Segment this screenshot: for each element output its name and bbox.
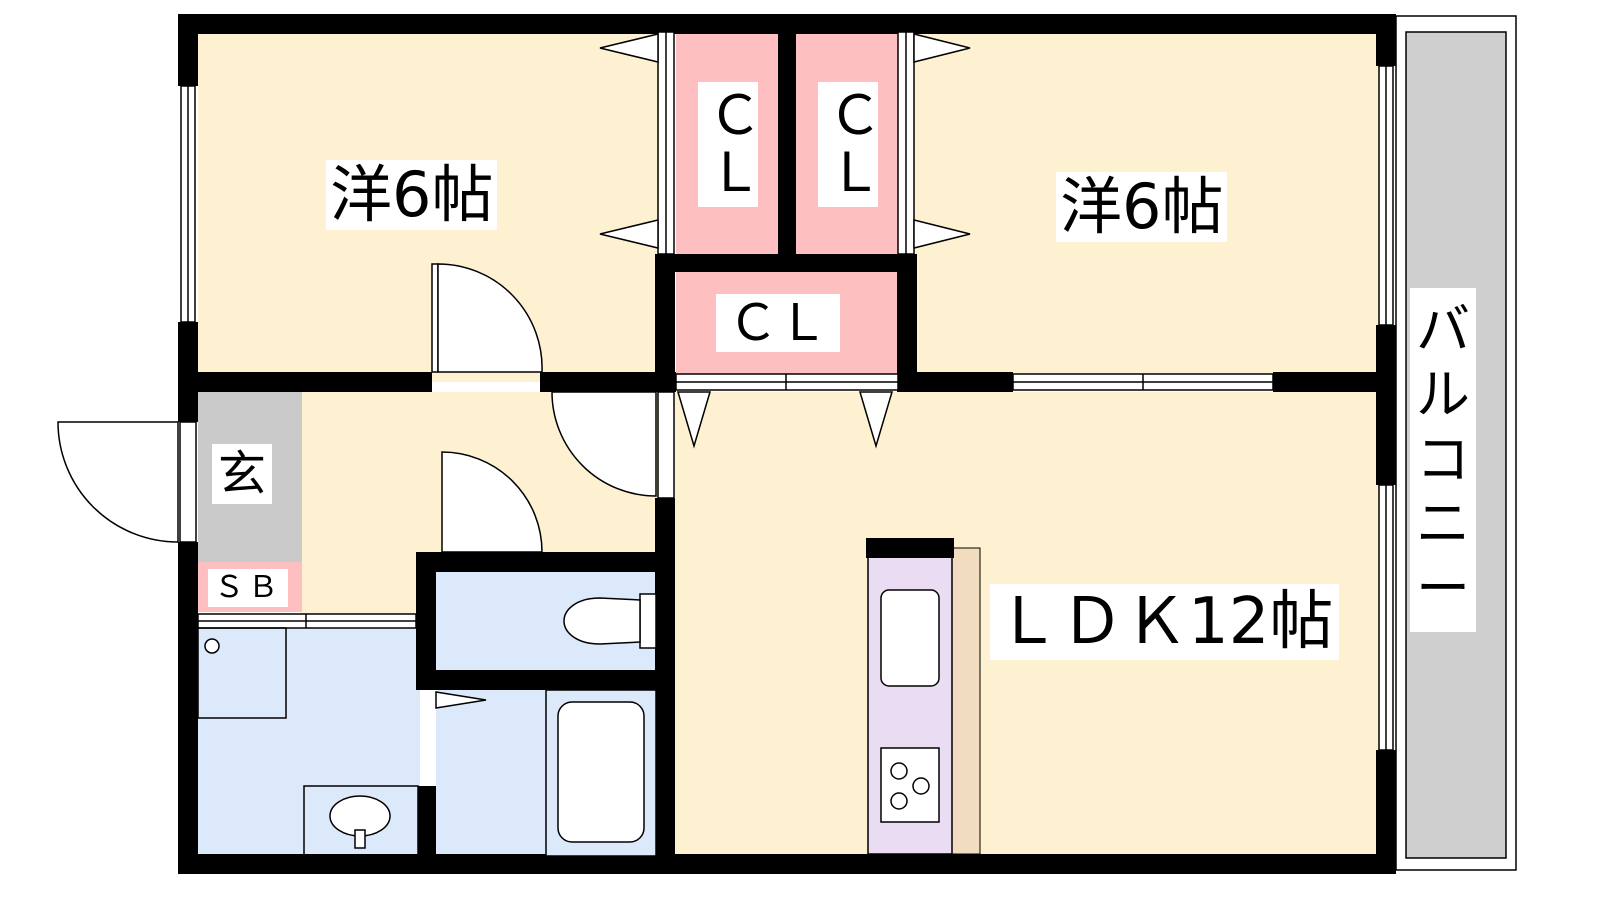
closet-door-arrows xyxy=(435,33,971,709)
faucet-icon xyxy=(354,829,366,849)
bathtub-icon xyxy=(557,701,645,843)
hallway-floor-lower xyxy=(300,560,422,620)
outer-walls xyxy=(178,14,1396,874)
stove-icon xyxy=(880,747,940,823)
vanity-unit xyxy=(303,785,419,857)
label-closet-center: ＣＬ xyxy=(716,294,840,352)
interior-walls xyxy=(178,32,1376,874)
label-ldk: ＬＤＫ12帖 xyxy=(990,584,1340,660)
swing-doors xyxy=(57,263,657,553)
burner-icons xyxy=(890,762,930,810)
toilet-bowl-icon xyxy=(563,597,641,645)
label-balcony: バルコニー xyxy=(1410,288,1476,632)
track-lines xyxy=(665,32,1273,390)
kitchen-counter-back xyxy=(951,547,981,855)
label-closet-right: ＣＬ xyxy=(818,82,882,208)
toilet-tank xyxy=(639,593,657,649)
label-genkan: 玄 xyxy=(212,444,273,504)
range-hood xyxy=(866,538,954,558)
label-closet-left: ＣＬ xyxy=(698,82,762,208)
drain-icon xyxy=(204,638,220,654)
label-western-room-right: 洋6帖 xyxy=(1056,172,1228,242)
window-lines xyxy=(187,66,1387,750)
kitchen-sink-icon xyxy=(880,589,940,687)
entry-door-frame xyxy=(179,421,197,543)
label-western-room-left: 洋6帖 xyxy=(326,160,498,230)
washing-machine-space xyxy=(197,627,287,719)
label-shoe-box: ＳＢ xyxy=(208,569,288,607)
